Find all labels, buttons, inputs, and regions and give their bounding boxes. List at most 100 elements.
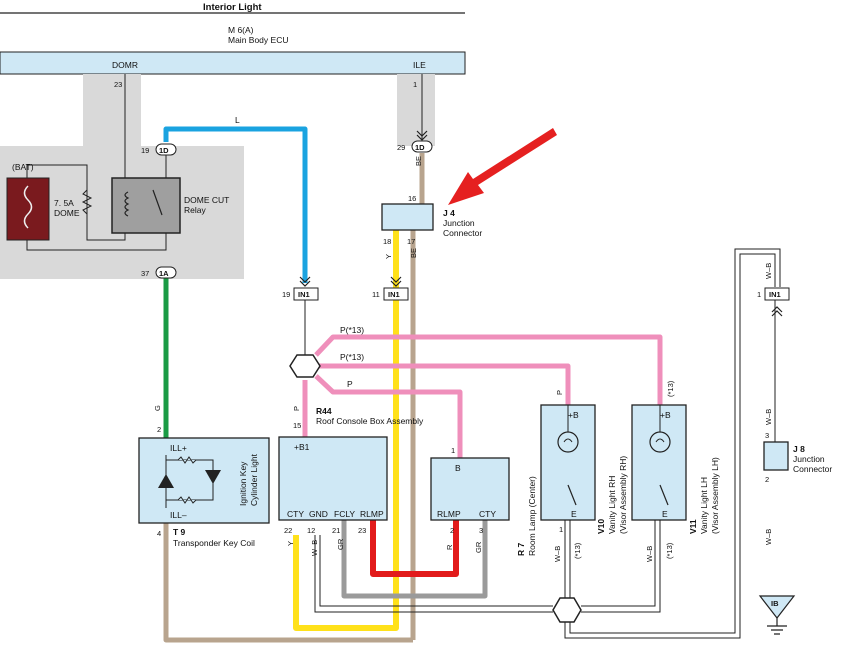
wire-wb-1-label: W–B: [310, 540, 319, 556]
ile-gray-column: [397, 74, 435, 146]
wire-be-2: BE: [409, 248, 418, 258]
wire-gray-gr: [341, 520, 488, 599]
battery-fuse: [6, 177, 50, 241]
r44-pin-21: 21: [332, 526, 340, 535]
in1-a-pin: 19: [282, 290, 290, 299]
resistor-symbol: [81, 189, 93, 215]
t9-code: T 9: [173, 527, 186, 537]
zener-icon: [158, 474, 174, 488]
in1-c-box: [764, 287, 790, 301]
dome-cut-relay: [111, 177, 181, 234]
j4-pin17: 17: [407, 237, 415, 246]
j4-line1: Junction: [443, 218, 475, 228]
page-title: Interior Light: [203, 2, 262, 13]
red-arrow-icon: [448, 128, 557, 205]
pink-label-1: P(*13): [340, 325, 364, 335]
relay-label-2: Relay: [184, 205, 206, 215]
conn-1a-label: 1A: [159, 269, 169, 278]
r7-pin: 1: [559, 525, 563, 534]
v10-plus-b: +B: [660, 410, 671, 420]
j8-pin3: 3: [765, 431, 769, 440]
wire-y-label: Y: [384, 254, 393, 259]
r7-switch: [567, 484, 577, 506]
wire-pink-3: [314, 374, 463, 458]
bat-bottom-wire: [26, 233, 167, 251]
rlmp-box-rlmp: RLMP: [437, 509, 461, 519]
wire-wb-j8b: W–B: [764, 409, 773, 425]
conn-1d-top-label: 1D: [159, 146, 169, 155]
t9-box: [138, 437, 270, 524]
pin-domr: 23: [114, 80, 122, 89]
in1-b-pin: 11: [372, 290, 380, 299]
wire-wb-gnd: [564, 253, 776, 639]
v11-name2: (Visor Assembly LH): [710, 457, 720, 534]
r44-term-rlmp: RLMP: [360, 509, 384, 519]
wire-gr-1-label: GR: [336, 538, 345, 550]
r7-code: R 7: [516, 543, 526, 557]
battery-label: (BAT): [12, 162, 34, 172]
v10-switch: [659, 484, 669, 506]
fuse-label-2: DOME: [54, 208, 80, 218]
t9-ill-plus: ILL+: [170, 443, 187, 453]
r7-p: P: [555, 390, 564, 395]
wire-r-label: R: [445, 544, 454, 550]
r44-name: Roof Console Box Assembly: [316, 416, 424, 426]
t9-name: Transponder Key Coil: [173, 538, 255, 548]
r44-pin-12: 12: [307, 526, 315, 535]
j4-code: J 4: [443, 208, 455, 218]
relay-coil: [124, 191, 130, 217]
domr-gray-column: [83, 74, 141, 146]
ecu-term-domr: DOMR: [112, 60, 138, 70]
conn-1a: [155, 266, 177, 279]
conn-37-label: 37: [141, 269, 149, 278]
wire-wb-gnd-2: [569, 248, 781, 634]
wire-red-r: [370, 520, 459, 577]
v10-name1: Vanity Light RH: [607, 476, 617, 534]
ground-label: IB: [771, 599, 779, 608]
in1-a-box: [293, 287, 319, 301]
bat-top-wire: [26, 164, 126, 241]
ecu-name: Main Body ECU: [228, 35, 288, 45]
chevron-a-icon: [299, 276, 311, 287]
r44-box: [278, 436, 388, 521]
conn-1d-right: [411, 140, 433, 153]
fuse-label-1: 7. 5A: [54, 198, 74, 208]
wire-gr-2-label: GR: [474, 541, 483, 553]
wire-l-label: L: [235, 115, 240, 125]
t9-side-1: Ignition Key: [238, 461, 248, 506]
r44-b1: +B1: [294, 442, 310, 452]
wire-yellow-y: [293, 230, 399, 631]
v11-star: (*13): [665, 542, 674, 559]
t9-resistor-2: [177, 496, 197, 504]
wire-wb-v11b: [581, 520, 661, 613]
wire-pink-1: [314, 334, 663, 405]
r44-code: R44: [316, 406, 332, 416]
in1-c-label: IN1: [769, 290, 781, 299]
v10-star: (*13): [666, 380, 675, 397]
t9-pin2: 2: [157, 425, 161, 434]
v10-lamp-icon: [649, 431, 671, 453]
conn-19-label: 19: [141, 146, 149, 155]
t9-ill-minus: ILL–: [170, 510, 187, 520]
wire-pink-2: [318, 363, 571, 405]
wire-wb-bus-2: [319, 535, 553, 607]
r7-filament: [563, 438, 573, 443]
r44-pin15: 15: [293, 421, 301, 430]
fuse-symbol: [23, 185, 33, 229]
r44-pin-22: 22: [284, 526, 292, 535]
t9-resistor-1: [177, 456, 197, 464]
in1-a-label: IN1: [298, 290, 310, 299]
r7-name: Room Lamp (Center): [527, 476, 537, 556]
t9-side-2: Cylinder Light: [249, 453, 259, 506]
relay-label-1: DOME CUT: [184, 195, 229, 205]
wire-y-2-label: Y: [286, 541, 295, 546]
ecu-code: M 6(A): [228, 25, 254, 35]
v11-code: V11: [688, 519, 698, 534]
j4-pin16: 16: [408, 194, 416, 203]
ecu-bar: [0, 51, 466, 75]
ground-triangle: [758, 595, 796, 619]
pink-label-3: P: [347, 379, 353, 389]
ground-icon: [767, 618, 787, 635]
junction-j4: [381, 203, 434, 231]
r7-wb: W–B: [553, 546, 562, 562]
